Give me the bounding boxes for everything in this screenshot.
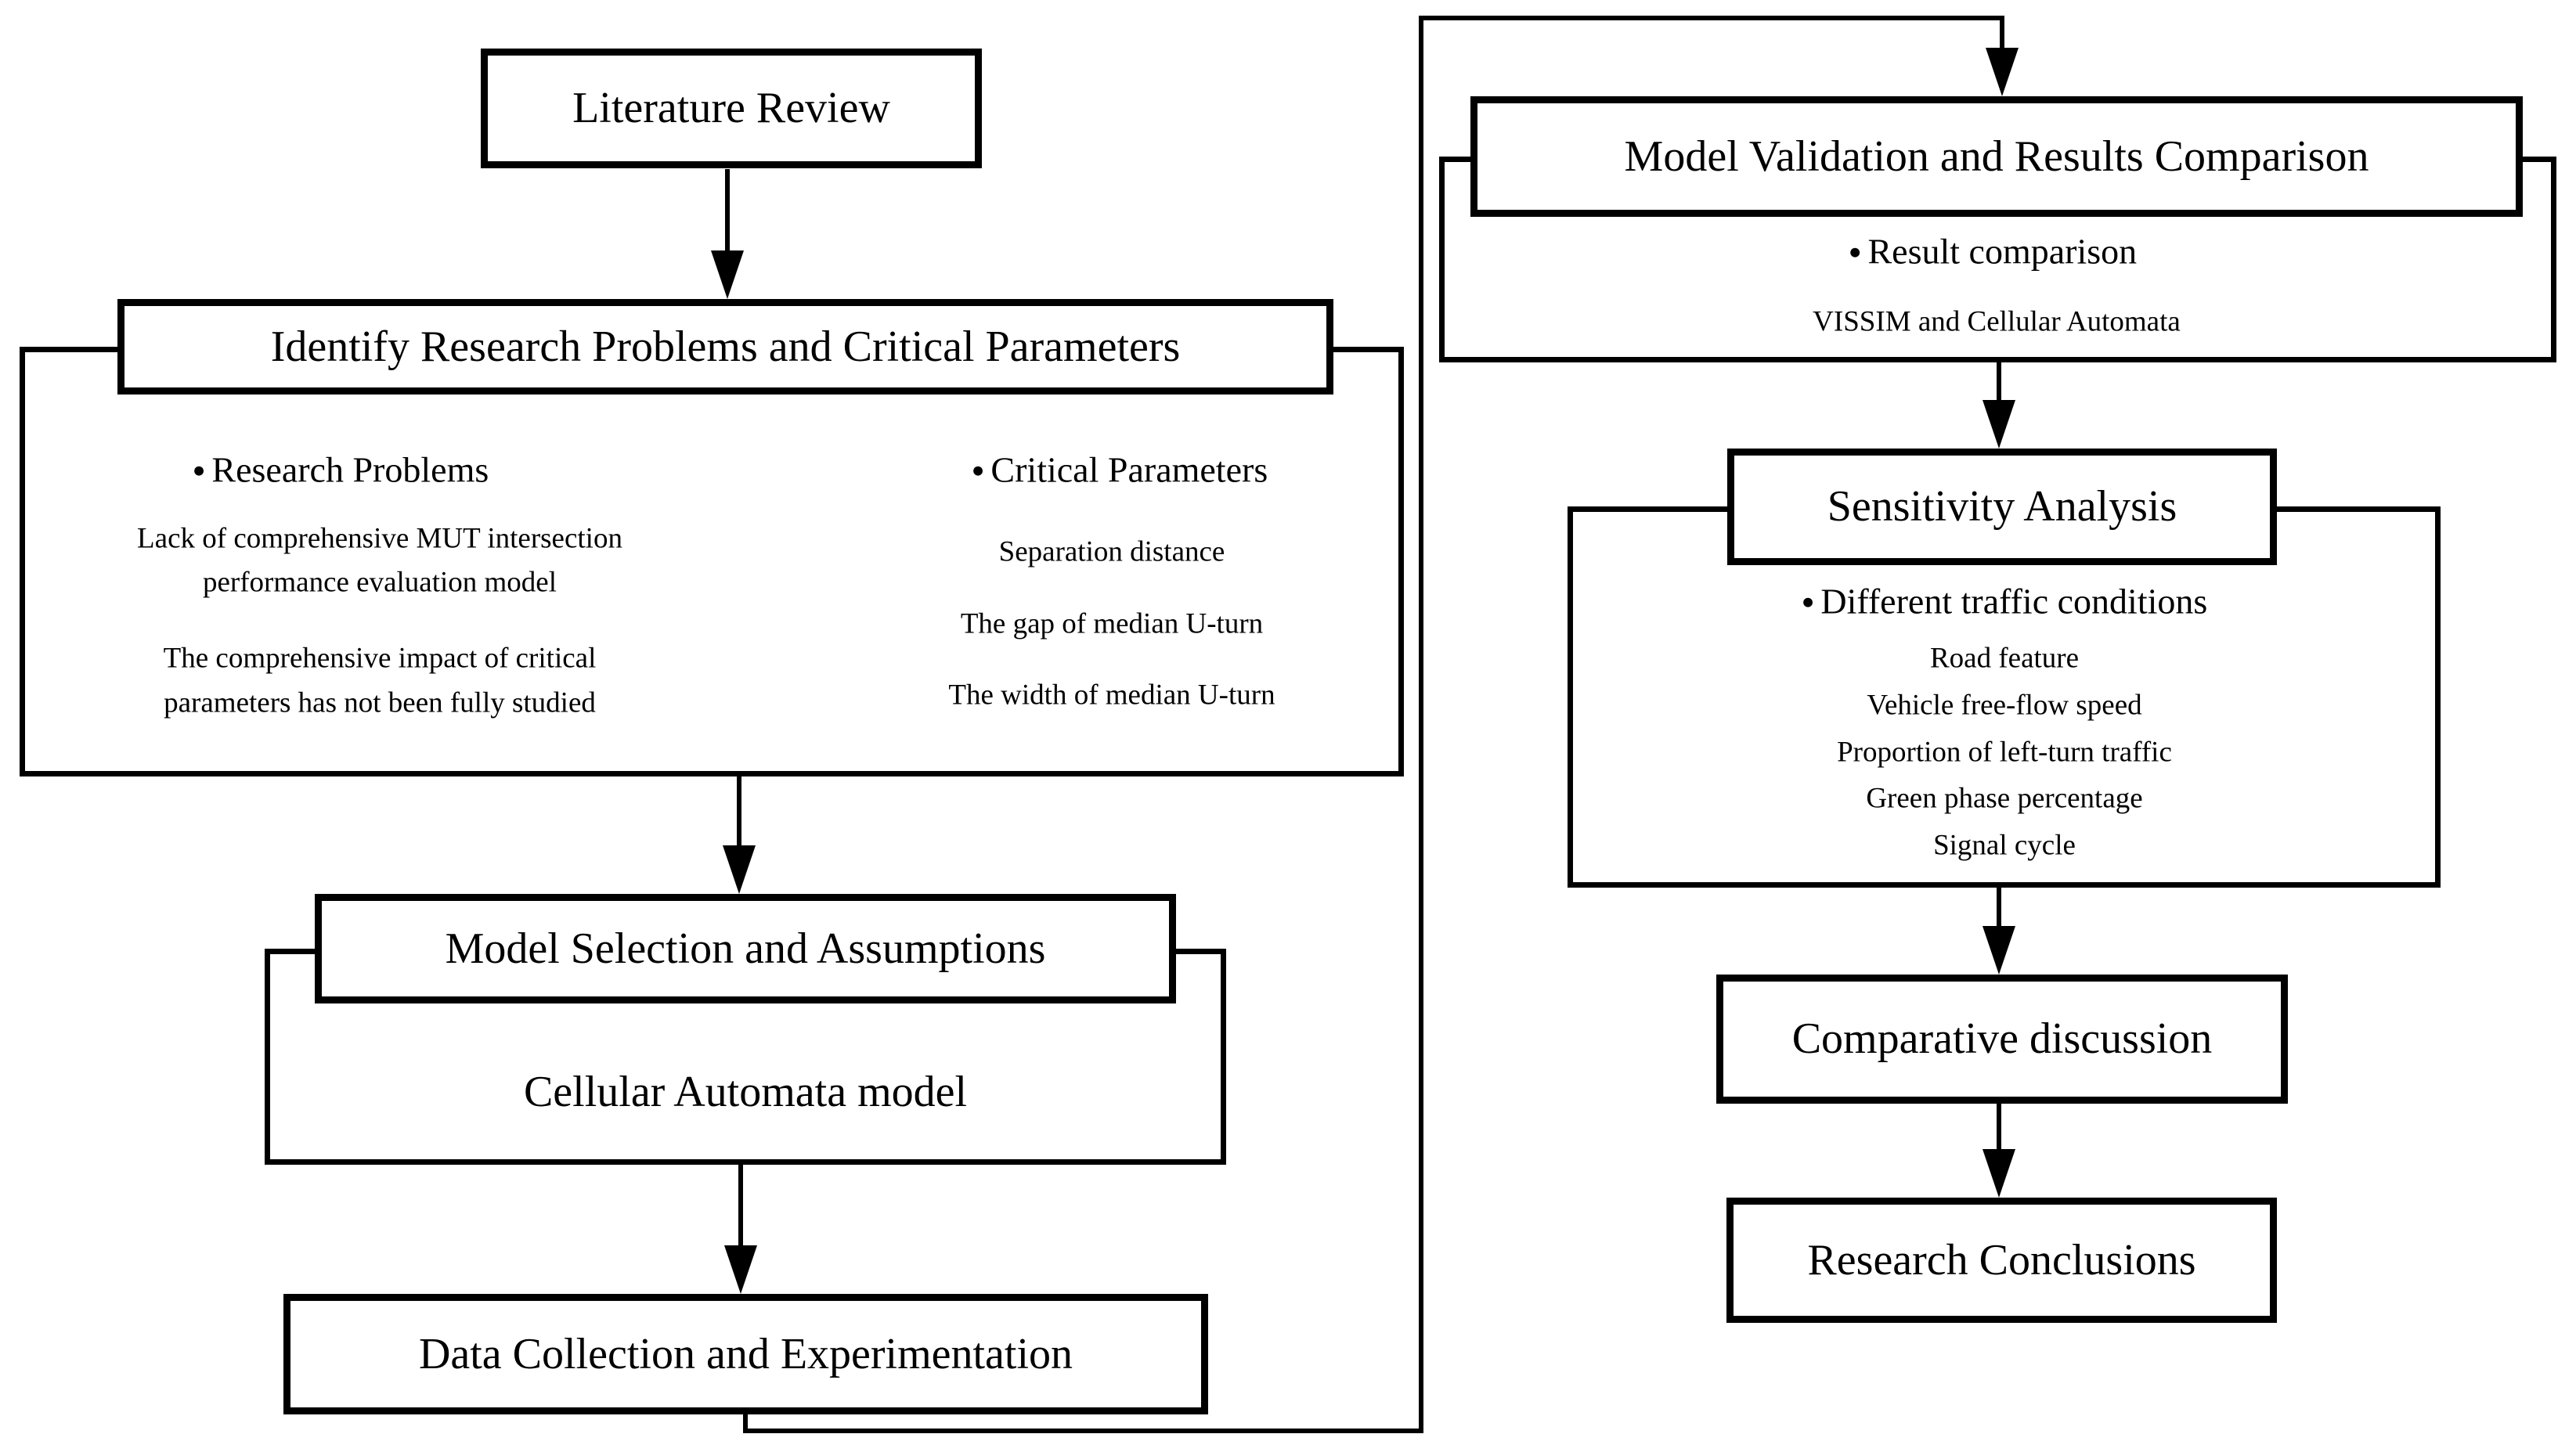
node-model-selection-title: Model Selection and Assumptions [315, 894, 1176, 1003]
arrow-validation-to-sensitivity-stem [1997, 362, 2001, 402]
arrow-identify-to-modelsel-stem [737, 776, 741, 849]
connector-datacol-to-validation-seg-bottom [743, 1429, 1423, 1433]
node-research-conclusions-label: Research Conclusions [1807, 1235, 2196, 1284]
arrow-comparative-to-conclusions-stem [1997, 1104, 2001, 1151]
research-problem-2-line-1: The comprehensive impact of critical [163, 642, 597, 675]
model-selection-detail: Cellular Automata model [523, 1068, 968, 1116]
node-model-validation-title-label: Model Validation and Results Comparison [1624, 132, 2369, 181]
arrow-lit-to-identify-stem [725, 169, 730, 252]
bullet-icon: ● [1801, 589, 1815, 614]
sensitivity-item: Green phase percentage [1866, 782, 2143, 815]
node-model-validation-title: Model Validation and Results Comparison [1470, 96, 2523, 217]
node-comparative-discussion: Comparative discussion [1716, 975, 2288, 1104]
research-problems-heading: ● Research Problems [67, 449, 615, 491]
node-data-collection: Data Collection and Experimentation [283, 1294, 1208, 1414]
research-problems-heading-label: Research Problems [211, 449, 489, 490]
node-sensitivity-title: Sensitivity Analysis [1727, 449, 2277, 565]
connector-datacol-to-validation-seg-vertical [1419, 16, 1423, 1433]
node-identify-title-label: Identify Research Problems and Critical … [270, 322, 1181, 371]
arrow-modelsel-to-datacol-stem [738, 1165, 743, 1247]
critical-parameter-item: The gap of median U-turn [960, 607, 1264, 640]
connector-datacol-to-validation-seg-down [743, 1414, 748, 1433]
arrow-lit-to-identify-head [711, 250, 744, 299]
arrow-modelsel-to-datacol-head [724, 1245, 757, 1294]
sensitivity-item: Signal cycle [1933, 829, 2076, 862]
bullet-icon: ● [971, 457, 985, 482]
node-literature-review: Literature Review [481, 49, 982, 168]
traffic-conditions-heading-label: Different traffic conditions [1820, 581, 2208, 622]
arrow-identify-to-modelsel-head [723, 845, 756, 894]
connector-datacol-to-validation-seg-top [1419, 16, 2004, 20]
arrow-into-validation-head [1986, 48, 2019, 96]
arrow-into-validation-stem [2000, 18, 2004, 51]
node-identify-title: Identify Research Problems and Critical … [117, 299, 1333, 395]
traffic-conditions-heading: ● Different traffic conditions [1730, 581, 2278, 622]
node-model-selection-title-label: Model Selection and Assumptions [445, 924, 1046, 973]
research-problem-1-line-2: performance evaluation model [202, 566, 557, 599]
critical-parameter-item: Separation distance [998, 535, 1225, 568]
arrow-sensitivity-to-comparative-head [1983, 926, 2015, 975]
arrow-comparative-to-conclusions-head [1983, 1149, 2015, 1198]
sensitivity-item: Vehicle free-flow speed [1867, 689, 2142, 722]
node-comparative-discussion-label: Comparative discussion [1791, 1014, 2213, 1064]
sensitivity-item: Proportion of left-turn traffic [1837, 736, 2172, 769]
research-problem-2-line-2: parameters has not been fully studied [164, 686, 596, 719]
node-research-conclusions: Research Conclusions [1726, 1198, 2277, 1323]
node-data-collection-label: Data Collection and Experimentation [418, 1329, 1073, 1378]
bullet-icon: ● [1848, 239, 1862, 264]
model-validation-detail: VISSIM and Cellular Automata [1813, 305, 2181, 338]
node-literature-review-label: Literature Review [572, 84, 890, 133]
arrow-validation-to-sensitivity-head [1983, 400, 2015, 449]
arrow-sensitivity-to-comparative-stem [1997, 888, 2001, 928]
result-comparison-heading: ● Result comparison [1719, 231, 2267, 272]
critical-parameters-heading-label: Critical Parameters [990, 449, 1268, 490]
node-sensitivity-title-label: Sensitivity Analysis [1827, 482, 2177, 531]
critical-parameter-item: The width of median U-turn [948, 679, 1275, 712]
critical-parameters-heading: ● Critical Parameters [846, 449, 1394, 491]
bullet-icon: ● [192, 457, 206, 482]
research-problem-1-line-1: Lack of comprehensive MUT intersection [137, 522, 622, 555]
result-comparison-heading-label: Result comparison [1867, 231, 2138, 272]
sensitivity-item: Road feature [1929, 642, 2080, 675]
